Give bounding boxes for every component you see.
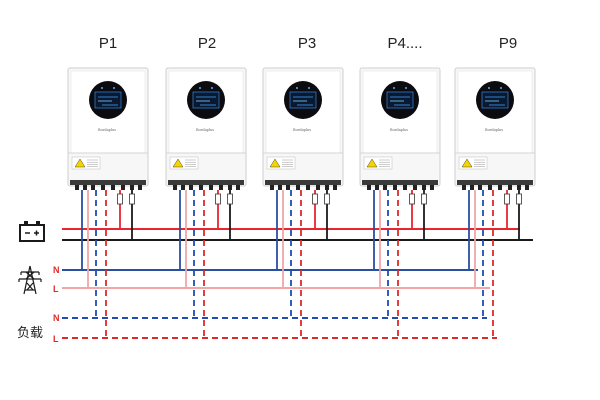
unit-label: P2 (198, 35, 216, 52)
terminal-block (265, 180, 341, 185)
fuse-connector (117, 193, 123, 205)
battery-icon (19, 221, 45, 242)
inverter-unit-p4: P4.... Bordaplus (359, 35, 441, 190)
brand-label: Bordaplus (293, 128, 311, 132)
warning-icon (172, 158, 184, 168)
fuse-connector (312, 193, 318, 205)
transmission-tower-icon (18, 265, 42, 295)
grid-l-label: L (53, 284, 59, 294)
terminal-block (70, 180, 146, 185)
warning-icon (74, 158, 86, 168)
terminal-block (457, 180, 533, 185)
load-label: 负载 (17, 326, 43, 341)
grid-n-label: N (53, 265, 60, 275)
unit-label: P9 (499, 35, 517, 52)
fuse-connector (324, 193, 330, 205)
fuse-connector (215, 193, 221, 205)
fuse-connector (421, 193, 427, 205)
unit-label: P1 (99, 35, 117, 52)
brand-label: Bordaplus (485, 128, 503, 132)
fuse-connector (409, 193, 415, 205)
fuse-connector (129, 193, 135, 205)
warning-icon (366, 158, 378, 168)
terminal-block (362, 180, 438, 185)
bus-lines (62, 228, 533, 339)
brand-label: Bordaplus (196, 128, 214, 132)
fuse-connector (504, 193, 510, 205)
vertical-drops (81, 190, 522, 338)
warning-icon (461, 158, 473, 168)
brand-label: Bordaplus (98, 128, 116, 132)
inverter-units: P1BordaplusP2BordaplusP3BordaplusP4....B… (67, 35, 536, 190)
load-l-label: L (53, 334, 59, 344)
load-n-label: N (53, 313, 60, 323)
unit-label: P4.... (387, 35, 422, 52)
warning-icon (269, 158, 281, 168)
unit-label: P3 (298, 35, 316, 52)
terminal-block (168, 180, 244, 185)
fuse-connector (227, 193, 233, 205)
brand-label: Bordaplus (390, 128, 408, 132)
fuse-connector (516, 193, 522, 205)
